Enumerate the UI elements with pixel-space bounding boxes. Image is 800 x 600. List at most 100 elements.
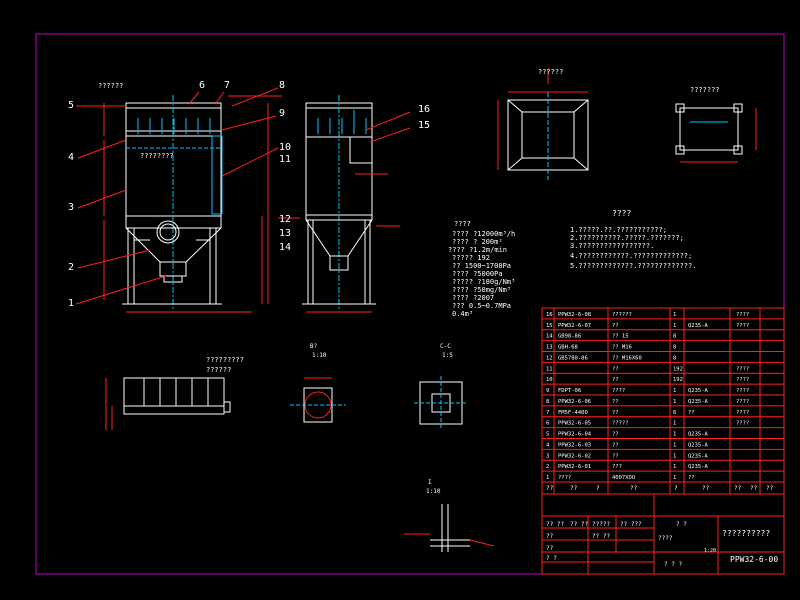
param-line: ???? ?1.2m/min xyxy=(448,246,507,254)
left-detail-sub: ?????? xyxy=(206,366,231,374)
bom-cell: 9 xyxy=(546,388,549,394)
i-view-label: I xyxy=(428,479,432,486)
note-line: 5.?????????????.?????????????. xyxy=(570,262,696,270)
i-view-scale: 1:10 xyxy=(426,488,441,495)
callout-10: 10 xyxy=(279,142,291,153)
header-cell: ?? xyxy=(750,485,758,492)
bom-cell: 192 xyxy=(673,366,683,372)
title-block-scale: 1:20 xyxy=(704,548,716,554)
title-block-name: ?????????? xyxy=(722,529,770,538)
bom-cell: 1 xyxy=(673,388,676,394)
bom-cell: Q235-A xyxy=(688,399,709,405)
bom-cell: 6 xyxy=(673,410,676,416)
callout-15: 15 xyxy=(418,120,430,131)
bom-cell: ???? xyxy=(612,388,625,394)
side-view xyxy=(302,95,411,313)
bom-cell: ????? xyxy=(612,421,629,427)
notes-lines: 1.?????.??.???????????; 2.??????????.???… xyxy=(570,226,696,270)
bom-cell: PPW32-6-01 xyxy=(558,464,591,470)
note-line: 2.??????????.?????.???????; xyxy=(570,234,684,242)
param-line: ??? 0.5~0.7MPa xyxy=(452,302,511,310)
tb-label: ? ? ? xyxy=(664,561,682,568)
front-view-header: ?????? xyxy=(98,82,123,90)
bom-cell: ???? xyxy=(736,366,749,372)
bom-cell: 8 xyxy=(673,334,676,340)
bom-cell: 1 xyxy=(673,475,676,481)
header-cell: ?? xyxy=(546,485,554,492)
params-block: ???? ???? ?12000m³/h ???? ? 200m² ???? ?… xyxy=(448,220,515,318)
callout-13: 13 xyxy=(279,228,291,239)
bom-cell: PPW32-6-03 xyxy=(558,442,591,448)
bom-cell: ?? xyxy=(688,410,695,416)
bom-table xyxy=(541,307,785,495)
bom-cell: ?? xyxy=(612,366,619,372)
param-line: ?? 1500~1700Pa xyxy=(452,262,511,270)
bom-cell: 16 xyxy=(546,312,553,318)
bom-cell: 8 xyxy=(673,355,676,361)
tb-label: ?? xyxy=(546,533,554,540)
bom-cell: Q235-A xyxy=(688,323,709,329)
note-line: 4.????????????.?????????????; xyxy=(570,252,692,260)
bom-cell: 192 xyxy=(673,377,683,383)
callout-5: 5 xyxy=(68,100,74,111)
bom-cell: 14 xyxy=(546,334,553,340)
bom-cell: ???? xyxy=(558,475,571,481)
bom-cell: ?? xyxy=(612,399,619,405)
bom-cell: ?? xyxy=(612,410,619,416)
callout-2: 2 xyxy=(68,262,74,273)
bom-cell: Q235-A xyxy=(688,453,709,459)
bom-cell: ?? xyxy=(612,453,619,459)
bom-cell: ?? xyxy=(612,377,619,383)
bom-cell: ???? xyxy=(736,377,749,383)
tb-label: ?? ?? xyxy=(592,533,610,540)
bom-cell: PPW32-6-05 xyxy=(558,421,591,427)
bom-cell: ???? xyxy=(736,312,749,318)
left-detail-view xyxy=(105,377,231,430)
bom-cell: 1 xyxy=(546,475,549,481)
left-detail-title: ????????? xyxy=(206,356,244,364)
tb-label: ?? ?? xyxy=(546,521,564,528)
bom-cell: 8 xyxy=(546,399,549,405)
param-line: ???? ? 200m² xyxy=(452,238,503,246)
bom-cell: ???? xyxy=(736,410,749,416)
bom-cell: ?? xyxy=(688,475,695,481)
bom-cell: ?? 15 xyxy=(612,334,629,340)
tb-label: ???? xyxy=(658,535,673,542)
front-callout-labels: 5 6 7 8 9 4 3 2 1 10 11 12 13 14 xyxy=(68,80,291,309)
tb-label: ?? ?? xyxy=(570,521,588,528)
bom-cell: Q235-A xyxy=(688,388,709,394)
bom-cell: 1 xyxy=(673,312,676,318)
callout-4: 4 xyxy=(68,152,74,163)
bom-cell: 8 xyxy=(673,345,676,351)
section-header: ?????? xyxy=(538,68,563,76)
bom-cell: Q235-A xyxy=(688,432,709,438)
notes-title: ???? xyxy=(612,209,631,218)
bom-cell: Q235-A xyxy=(688,442,709,448)
bom-cell: PPW32-6-08 xyxy=(558,312,591,318)
bom-cell: 7 xyxy=(546,410,549,416)
bom-cell: 4007XOO xyxy=(612,475,635,481)
param-line: ???? ?2007 xyxy=(452,294,494,302)
bom-cell: 6 xyxy=(546,421,549,427)
side-callout-labels: 16 15 xyxy=(418,104,430,131)
bom-cell: 1 xyxy=(673,432,676,438)
bom-cell: PPW32-6-06 xyxy=(558,399,591,405)
bom-cell: 13 xyxy=(546,345,553,351)
header-cell: ?? xyxy=(702,485,710,492)
bom-cell: 4 xyxy=(546,442,550,448)
header-cell: ?? xyxy=(630,485,638,492)
bom-cell: ???? xyxy=(736,388,749,394)
param-line: 0.4m³ xyxy=(452,310,473,318)
front-callouts xyxy=(75,87,300,305)
bom-cell: FM5F-4400 xyxy=(558,410,588,416)
bom-cell: 1 xyxy=(673,464,676,470)
b-view-label: B? xyxy=(310,343,318,350)
bom-cell: GBH-68 xyxy=(558,345,578,351)
tb-label: ? ? xyxy=(676,521,687,528)
bom-cell: ?? M16X60 xyxy=(612,355,642,361)
bom-cell: FDPT-06 xyxy=(558,388,581,394)
callout-9: 9 xyxy=(279,108,285,119)
header-cell: ?? xyxy=(570,485,578,492)
bom-cell: PPW32-6-02 xyxy=(558,453,591,459)
